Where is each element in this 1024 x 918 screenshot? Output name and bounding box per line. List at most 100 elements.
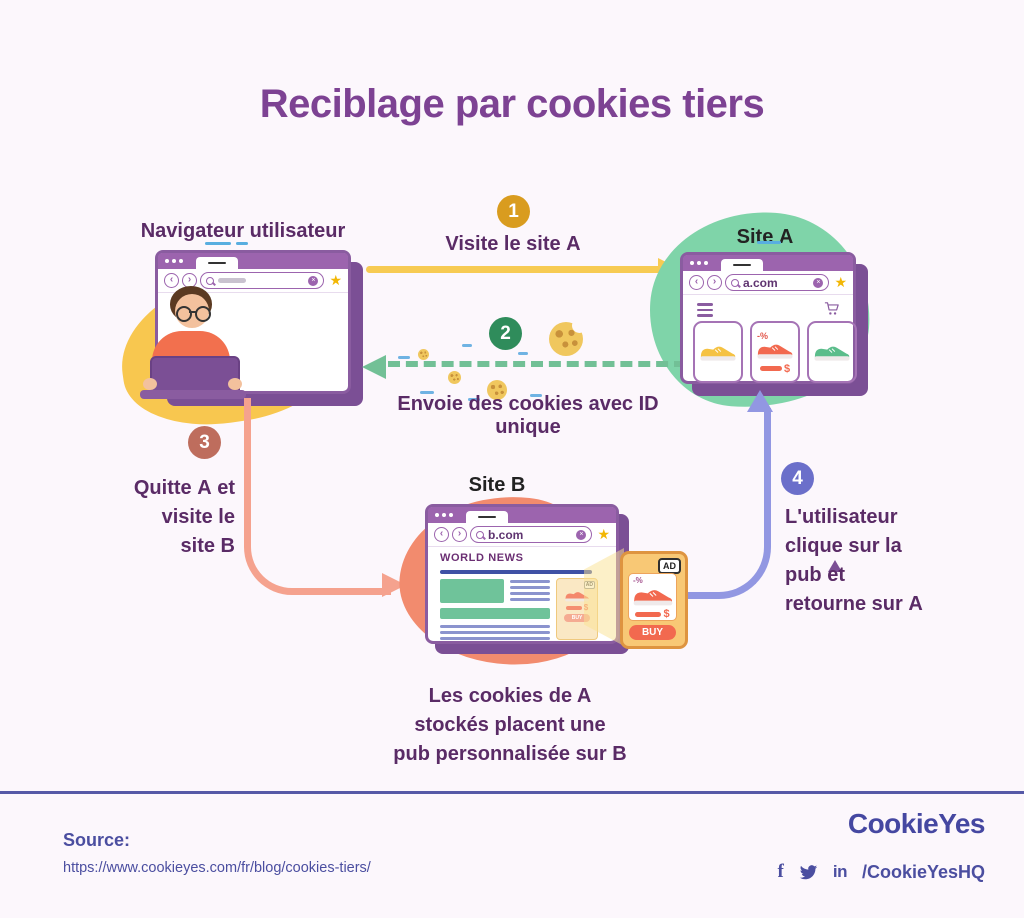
close-icon: × xyxy=(308,275,319,286)
speed-dash xyxy=(462,344,472,347)
twitter-icon[interactable] xyxy=(799,863,818,882)
step-3-site-letter: B xyxy=(220,535,235,557)
person-hand xyxy=(228,378,242,390)
sneaker-icon xyxy=(700,346,736,361)
arrow-return-a-head xyxy=(747,390,773,412)
bookmark-star-icon: ★ xyxy=(597,526,610,542)
glasses-left-lens xyxy=(176,306,192,322)
url-field: a.com × xyxy=(725,274,830,291)
step-3-site-letter: A xyxy=(197,477,212,499)
arrow-return-a xyxy=(688,408,771,599)
window-dot xyxy=(435,513,439,517)
user-browser-label: Navigateur utilisateur xyxy=(140,220,346,242)
search-icon xyxy=(206,276,214,285)
speed-dash xyxy=(468,398,480,401)
ad-badge: AD xyxy=(658,558,681,574)
browser-tab xyxy=(196,257,238,269)
browser-titlebar xyxy=(428,507,616,523)
site-b-letter: B xyxy=(510,474,526,496)
linkedin-icon[interactable]: in xyxy=(832,862,848,881)
address-bar: ‹ › a.com × ★ xyxy=(683,271,853,295)
step-1-text: Visite le site xyxy=(445,233,567,255)
site-a-letter: A xyxy=(778,226,794,248)
window-dot xyxy=(165,259,169,263)
cookie-icon xyxy=(448,371,461,384)
browser-tab xyxy=(466,511,508,523)
step-3-line-2: visite le xyxy=(161,506,235,528)
cart-icon xyxy=(824,302,839,315)
bookmark-star-icon: ★ xyxy=(329,272,342,288)
page-title: Reciblage par cookies tiers xyxy=(259,82,765,126)
step-3-text: et xyxy=(211,477,235,499)
step-4-line-2: clique sur la xyxy=(785,535,902,557)
product-card: -% $ xyxy=(750,321,800,383)
window-dot xyxy=(172,259,176,263)
buy-button-small[interactable]: BUY xyxy=(564,614,590,622)
step-2-badge: 2 xyxy=(489,317,522,350)
bookmark-star-icon: ★ xyxy=(834,274,847,290)
sneaker-icon xyxy=(633,590,672,606)
step-3-badge: 3 xyxy=(188,426,221,459)
social-handle: /CookieYesHQ xyxy=(861,861,985,882)
menu-icon xyxy=(697,303,713,320)
social-row: f in /CookieYesHQ xyxy=(778,861,985,883)
window-dot xyxy=(449,513,453,517)
site-a-text: Site xyxy=(736,226,779,248)
arrow-visit-a xyxy=(366,266,662,273)
url-field: b.com × xyxy=(470,526,593,543)
back-icon: ‹ xyxy=(164,273,179,288)
sneaker-icon xyxy=(814,346,850,361)
buy-button[interactable]: BUY xyxy=(629,625,676,640)
cookie-icon xyxy=(549,318,587,356)
site-b-label: Site B xyxy=(432,474,562,497)
step-4-site-letter: A xyxy=(908,593,923,615)
currency-label: $ xyxy=(783,362,791,375)
site-a-url: a.com xyxy=(743,275,778,290)
window-dot xyxy=(704,261,708,265)
site-b-url: b.com xyxy=(488,527,524,542)
footer-divider xyxy=(0,791,1024,794)
step-3-label: Quitte A et visite le site B xyxy=(95,474,235,561)
product-card xyxy=(693,321,743,383)
deco-triangle xyxy=(828,560,842,572)
cookieyes-logo: CookieYes xyxy=(847,808,986,839)
step-3-line-3: site B xyxy=(95,532,235,561)
source-url-link[interactable]: https://www.cookieyes.com/fr/blog/cookie… xyxy=(63,860,371,876)
step-1-label: Visite le site A xyxy=(413,233,613,256)
article-banner xyxy=(440,608,550,619)
glasses-right-lens xyxy=(195,306,211,322)
price-row: $ xyxy=(635,608,670,620)
speed-dash xyxy=(420,391,434,394)
news-rule xyxy=(440,570,592,574)
close-icon: × xyxy=(813,277,824,288)
step-2-number: 2 xyxy=(500,322,511,344)
step-3-line-1: Quitte A et xyxy=(95,474,235,503)
news-heading: WORLD NEWS xyxy=(440,552,524,564)
currency-label: $ xyxy=(663,608,670,620)
step-1-badge: 1 xyxy=(497,195,530,228)
search-field: × xyxy=(200,272,325,289)
speed-dash xyxy=(518,352,528,355)
person-hand xyxy=(143,378,157,390)
search-icon xyxy=(731,278,739,287)
step-4-text: retourne sur xyxy=(785,593,909,615)
caption-line-2: stockés placent une xyxy=(414,714,606,736)
facebook-icon[interactable]: f xyxy=(777,861,784,882)
step-1-site-letter: A xyxy=(566,233,581,255)
cookie-icon xyxy=(487,380,507,400)
browser-titlebar xyxy=(683,255,853,271)
browser-titlebar xyxy=(158,253,348,269)
arrow-cookies xyxy=(388,361,686,367)
deco-dash xyxy=(236,242,248,245)
article-text-lines xyxy=(510,580,550,604)
window-dot xyxy=(690,261,694,265)
deco-dash xyxy=(205,242,231,245)
discount-label: -% xyxy=(757,330,768,341)
step-2-label: Envoie des cookies avec ID unique xyxy=(397,393,659,438)
price-bar xyxy=(759,366,782,371)
glasses-bridge xyxy=(189,311,196,313)
close-icon: × xyxy=(576,529,587,540)
site-a-label: Site A xyxy=(700,226,830,249)
window-dot xyxy=(697,261,701,265)
